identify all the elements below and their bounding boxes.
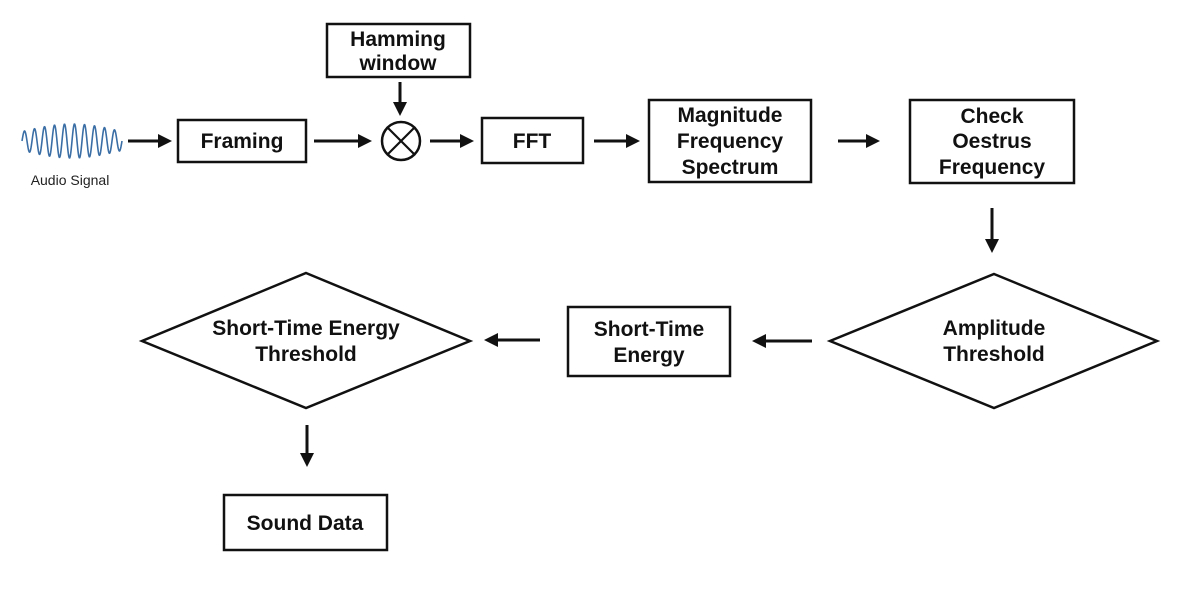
hamming-window-node: Hamming window [325,22,472,79]
audio-waveform-icon [21,123,123,159]
arrow-magnitude-to-check-icon [838,134,880,148]
ste-threshold-node: Short-Time Energy Threshold [138,271,474,410]
arrow-energy-to-ste-threshold-icon [484,333,540,347]
short-time-energy-line-2: Energy [613,344,685,367]
arrow-multiplier-to-fft-icon [430,134,474,148]
sound-data-label: Sound Data [247,512,364,535]
arrow-amplitude-to-energy-icon [752,334,812,348]
ste-threshold-line-1: Short-Time Energy [212,317,400,340]
check-line-1: Check [960,105,1023,128]
arrow-audio-to-framing-icon [128,134,172,148]
arrow-fft-to-magnitude-icon [594,134,640,148]
short-time-energy-node: Short-Time Energy [566,305,732,378]
ste-threshold-line-2: Threshold [255,343,357,366]
amplitude-threshold-node: Amplitude Threshold [826,272,1161,410]
hamming-line-1: Hamming [350,28,446,51]
hamming-line-2: window [359,52,438,75]
magnitude-spectrum-node: Magnitude Frequency Spectrum [647,98,813,184]
fft-label: FFT [513,130,552,153]
arrow-ste-threshold-to-sound-data-icon [300,425,314,467]
short-time-energy-line-1: Short-Time [594,318,704,341]
fft-node: FFT [480,116,585,165]
check-line-3: Frequency [939,156,1046,179]
arrow-hamming-to-multiplier-icon [393,82,407,116]
audio-signal: Audio Signal [21,123,123,188]
check-oestrus-node: Check Oestrus Frequency [908,98,1076,185]
framing-node: Framing [176,118,308,164]
framing-label: Framing [201,130,284,153]
circled-times-icon [380,120,422,162]
magnitude-line-1: Magnitude [678,104,783,127]
magnitude-line-2: Frequency [677,130,784,153]
magnitude-line-3: Spectrum [682,156,779,179]
check-line-2: Oestrus [952,130,1031,153]
amplitude-line-1: Amplitude [943,317,1046,340]
amplitude-line-2: Threshold [943,343,1045,366]
arrow-check-to-amplitude-icon [985,208,999,253]
arrows [128,82,999,467]
audio-signal-label: Audio Signal [31,172,110,188]
sound-data-node: Sound Data [222,493,389,552]
arrow-framing-to-multiplier-icon [314,134,372,148]
